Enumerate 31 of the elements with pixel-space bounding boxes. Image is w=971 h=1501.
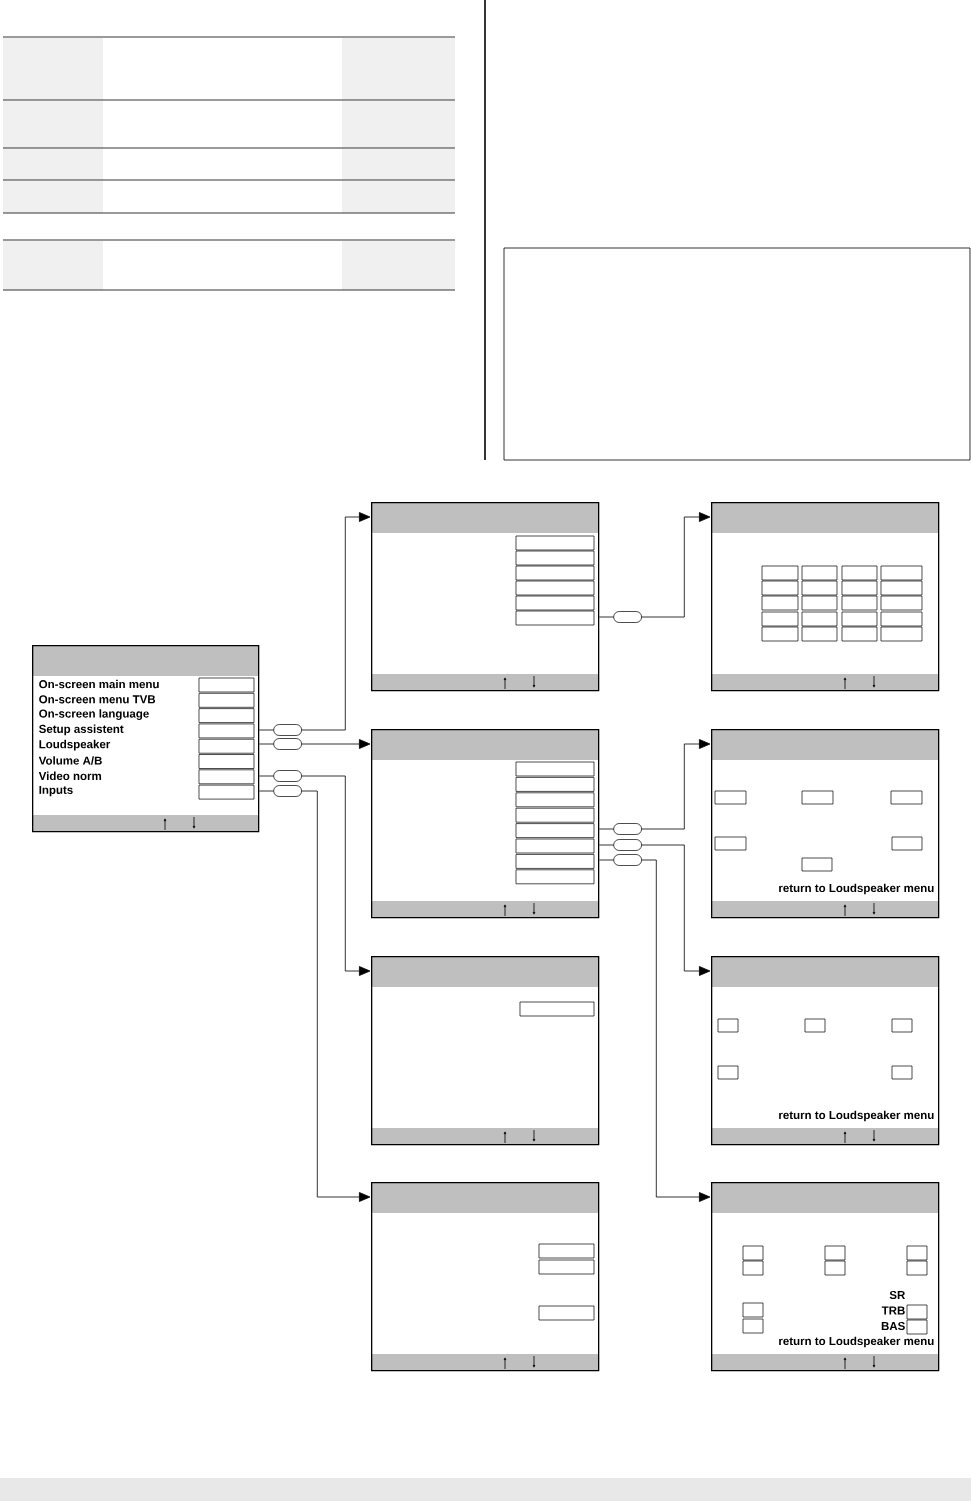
screen-text: return to Loudspeaker menu	[779, 1110, 934, 1122]
connector-arrow	[598, 854, 711, 1202]
menu-item: Setup assistent	[39, 724, 124, 736]
screen-text: BAS	[881, 1321, 905, 1331]
connector-arrow	[258, 512, 371, 736]
screen-text: SR	[889, 1290, 906, 1300]
menu-screen	[371, 729, 600, 919]
connector-arrow	[258, 738, 371, 750]
connector-arrow	[598, 839, 711, 976]
menu-screen	[371, 1182, 600, 1372]
menu-screen	[371, 502, 600, 692]
menu-screen	[711, 502, 940, 692]
screen-text: return to Loudspeaker menu	[779, 883, 934, 895]
menu-item: Inputs	[39, 785, 73, 797]
menu-item: Volume A/B	[38, 756, 102, 765]
menu-screen	[711, 1182, 940, 1372]
menu-screen	[371, 956, 600, 1146]
connector-arrow	[598, 512, 711, 623]
connector-arrow	[258, 770, 371, 976]
connector-arrow	[258, 785, 371, 1202]
menu-item: On-screen menu TVB	[39, 695, 156, 704]
menu-item: On-screen language	[39, 709, 149, 720]
screen-text: return to Loudspeaker menu	[779, 1336, 934, 1348]
menu-item: Loudspeaker	[39, 739, 111, 751]
menu-item: On-screen main menu	[39, 679, 159, 689]
menu-screen	[32, 645, 260, 833]
menu-item: Video norm	[38, 771, 101, 781]
connector-arrow	[598, 739, 711, 835]
menu-screen	[711, 956, 940, 1146]
menu-screen	[711, 729, 940, 919]
screen-text: TRB	[881, 1306, 905, 1315]
